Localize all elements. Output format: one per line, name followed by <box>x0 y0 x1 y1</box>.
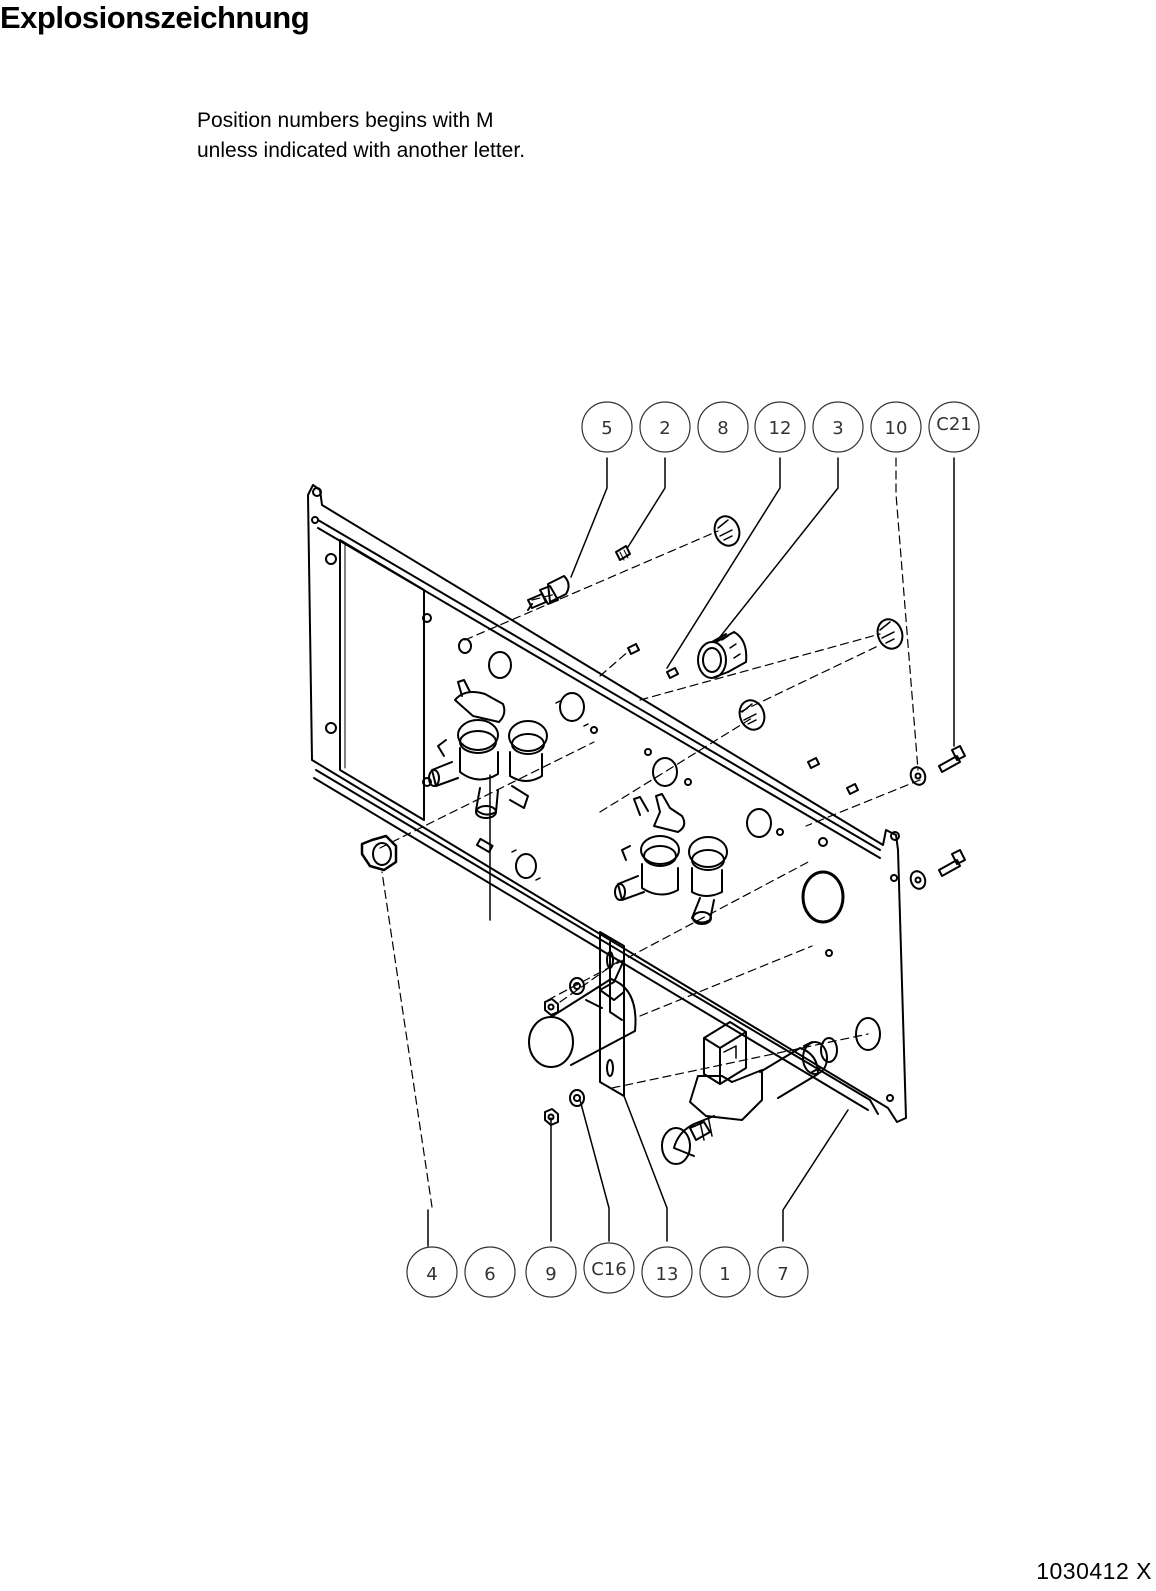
note-line-1: Position numbers begins with M <box>197 109 494 132</box>
nut-upper <box>544 998 559 1016</box>
callout-label-10: 10 <box>885 418 908 439</box>
bracket-with-pipe <box>528 931 637 1097</box>
callout-c21 <box>928 401 980 453</box>
callout-label-8: 8 <box>717 418 728 439</box>
callout-3 <box>812 401 864 453</box>
callout-labels-bottom: 4 6 9 C16 13 1 7 <box>426 1259 788 1285</box>
grommet-middle <box>876 618 904 650</box>
callout-label-3: 3 <box>832 418 843 439</box>
callout-label-7: 7 <box>777 1264 788 1285</box>
callout-13 <box>641 1246 693 1298</box>
callout-label-4: 4 <box>426 1264 437 1285</box>
callout-12 <box>754 401 806 453</box>
washer-c16-lower <box>569 1089 585 1107</box>
note-line-2: unless indicated with another letter. <box>197 139 526 162</box>
callout-label-5: 5 <box>601 418 612 439</box>
leader-lines <box>427 457 955 1247</box>
grommet-lower <box>738 699 766 731</box>
callout-2 <box>639 401 691 453</box>
callout-4 <box>406 1246 458 1298</box>
callout-label-6: 6 <box>484 1264 495 1285</box>
callout-10 <box>870 401 922 453</box>
cable-bush <box>527 575 570 611</box>
assembly-lines <box>379 457 921 1208</box>
position-note: Position numbers begins with M unless in… <box>197 106 525 166</box>
callout-5 <box>581 401 633 453</box>
callout-labels-top: 5 2 8 12 3 10 C21 <box>601 414 971 439</box>
screw-2 <box>615 545 631 561</box>
callout-label-1: 1 <box>719 1264 730 1285</box>
callouts-bottom <box>406 1242 809 1298</box>
callout-label-12: 12 <box>769 418 792 439</box>
bolt-upper <box>938 745 966 773</box>
callout-label-2: 2 <box>659 418 670 439</box>
callout-label-13: 13 <box>656 1264 679 1285</box>
callouts-top <box>581 401 980 453</box>
bolt-lower <box>938 849 966 877</box>
document-number: 1030412 X <box>1036 1558 1152 1584</box>
callout-9 <box>525 1246 577 1298</box>
washer-upper <box>909 766 927 786</box>
callout-6 <box>464 1246 516 1298</box>
callout-8 <box>697 401 749 453</box>
page-title: Explosionszeichnung <box>0 0 310 35</box>
solenoid-valve-block-left <box>428 679 548 819</box>
callout-1 <box>699 1246 751 1298</box>
callout-label-c21: C21 <box>936 414 971 435</box>
callout-7 <box>757 1246 809 1298</box>
solenoid-valve-block-right <box>614 793 728 925</box>
lock-nut <box>360 834 398 872</box>
screws <box>555 643 859 795</box>
callout-label-9: 9 <box>545 1264 556 1285</box>
washer-lower <box>909 870 927 890</box>
inlet-valve <box>661 1021 838 1165</box>
mounting-plate <box>307 484 907 1123</box>
callout-label-c16: C16 <box>591 1259 626 1280</box>
callout-c16 <box>583 1242 635 1294</box>
grommet-top <box>713 515 741 547</box>
cable-gland <box>697 631 748 679</box>
